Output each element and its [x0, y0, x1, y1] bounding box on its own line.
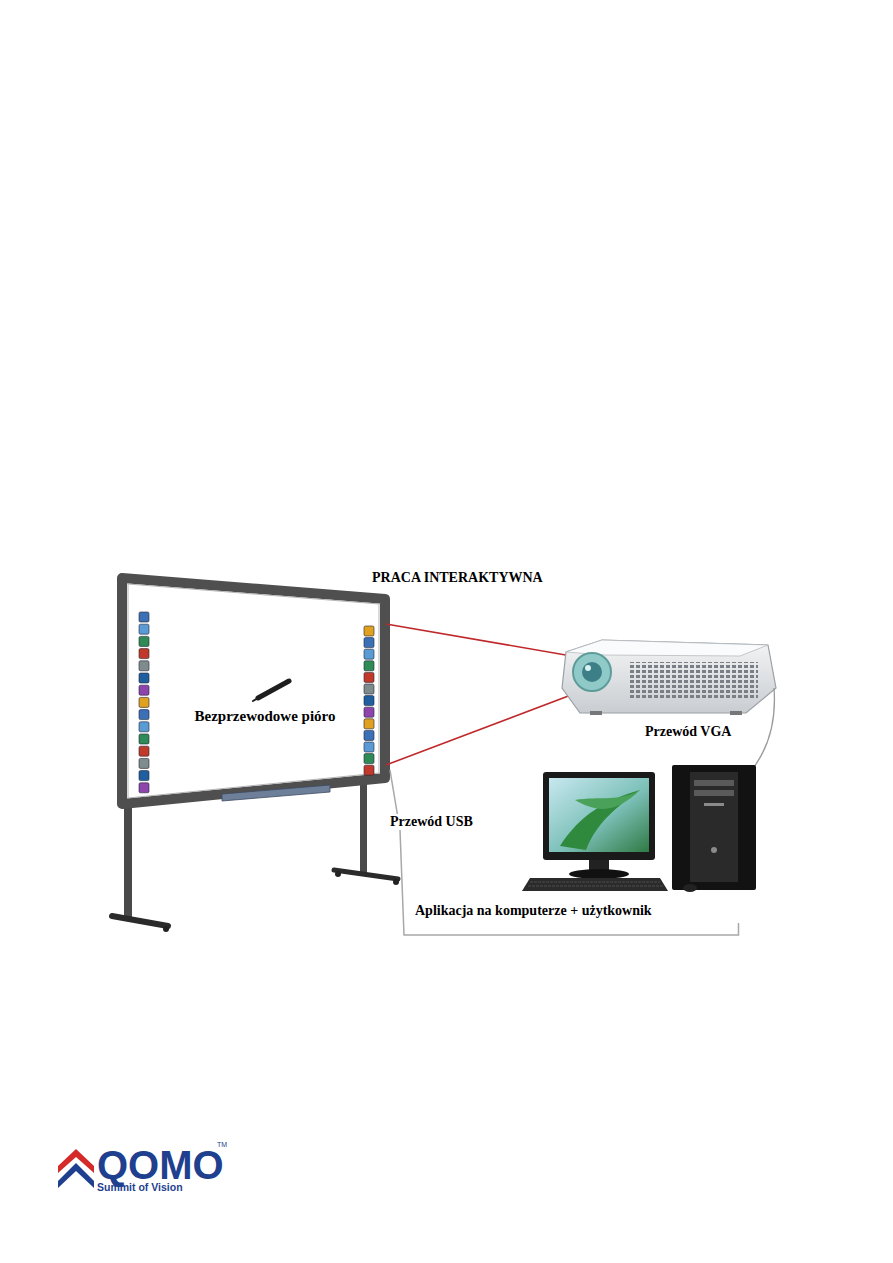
- toolbar-icon: [139, 722, 149, 732]
- toolbar-icon: [139, 636, 149, 646]
- toolbar-icon: [139, 612, 149, 622]
- computer-monitor-part: [569, 869, 629, 879]
- keyboard: [522, 878, 668, 891]
- toolbar-icon: [364, 626, 374, 636]
- computer-tower-part: [694, 790, 734, 796]
- toolbar-icon: [364, 672, 374, 682]
- wireless-pen-part: [253, 698, 258, 701]
- projector-beam-part: [386, 624, 583, 658]
- whiteboard-frame: [122, 578, 385, 804]
- logo-wordmark: QOMO: [97, 1145, 224, 1185]
- logo-wordmark-box: QOMO: [97, 1145, 224, 1185]
- toolbar-icon: [364, 754, 374, 764]
- cable-label: Przewód VGA: [645, 724, 731, 740]
- computer-station: Aplikacja na komputerze + użytkownik: [410, 760, 775, 923]
- toolbar-icon: [364, 684, 374, 694]
- logo-tagline-box: Summit of Vision: [97, 1182, 183, 1194]
- toolbar-icon: [364, 765, 374, 775]
- projector-part: [573, 653, 611, 691]
- projector-part: [590, 711, 602, 715]
- edge-label-box: Przewód USB: [388, 814, 475, 830]
- computer-tower-part: [694, 780, 734, 786]
- board-stand-part: [112, 916, 168, 926]
- toolbar-icon: [139, 673, 149, 683]
- toolbar-icon: [364, 638, 374, 648]
- toolbar-icon: [139, 746, 149, 756]
- projector-part: [730, 711, 742, 715]
- board-stand-part: [360, 776, 367, 874]
- projector: [562, 640, 776, 715]
- mouse-part: [683, 884, 697, 892]
- toolbar-icon: [139, 783, 149, 793]
- toolbar-icon: [139, 685, 149, 695]
- qomo-logo-mark-part: [58, 1163, 94, 1188]
- title-box: PRACA INTERAKTYWNA: [372, 570, 543, 586]
- computer-tower: [672, 765, 756, 890]
- logo-tagline: Summit of Vision: [97, 1182, 183, 1194]
- cable-connector: [390, 770, 739, 935]
- toolbar-icon: [139, 758, 149, 768]
- toolbar-icon: [139, 661, 149, 671]
- cable-label: Przewód USB: [388, 814, 475, 830]
- whiteboard-frame-part: [122, 578, 385, 804]
- whiteboard-frame-part: [128, 584, 379, 798]
- projector-part: [628, 662, 758, 700]
- mouse: [683, 884, 697, 892]
- interactive-whiteboard: Bezprzewodowe pióro: [118, 572, 390, 808]
- node-text: Aplikacja na komputerze + użytkownik: [415, 903, 652, 919]
- vga-cable-part: [754, 688, 774, 767]
- projector-part: [585, 665, 591, 671]
- computer-tower-part: [711, 847, 717, 853]
- trademark-mark: TM: [217, 1141, 227, 1148]
- toolbar-icon: [139, 697, 149, 707]
- computer-monitor-part: [549, 778, 649, 852]
- board-stand-part: [163, 926, 169, 932]
- toolbar-icon: [364, 696, 374, 706]
- toolbar-icon: [139, 624, 149, 634]
- computer-monitor: [543, 772, 655, 879]
- toolbar-icon: [364, 730, 374, 740]
- board-stand-part: [335, 871, 341, 877]
- toolbar-icon: [364, 742, 374, 752]
- node-text: Bezprzewodowe pióro: [195, 708, 336, 725]
- cable-label-box: Przewód VGA: [645, 724, 731, 740]
- toolbar-icon: [364, 649, 374, 659]
- computer-tower-part: [690, 772, 738, 882]
- diagram-title: PRACA INTERAKTYWNA: [372, 570, 543, 586]
- trademark-mark-box: TM: [217, 1141, 227, 1148]
- wireless-pen: [253, 681, 289, 701]
- toolbar-icon: [364, 707, 374, 717]
- whiteboard-frame-part: [222, 785, 330, 801]
- board-stand-part: [334, 870, 398, 879]
- toolbar-icon: [364, 661, 374, 671]
- toolbar-icon: [139, 734, 149, 744]
- board-stand-part: [124, 798, 132, 918]
- toolbar-icon: [364, 719, 374, 729]
- toolbar-icons: [139, 612, 374, 793]
- computer-tower-part: [704, 803, 724, 806]
- toolbar-icon: [139, 710, 149, 720]
- computer-monitor-part: [575, 790, 640, 809]
- vga-cable: [754, 688, 774, 767]
- wireless-pen-part: [258, 681, 289, 698]
- computer-monitor-part: [543, 772, 655, 860]
- keyboard-part: [530, 882, 660, 883]
- board-stand-part: [393, 879, 399, 885]
- toolbar-icon: [139, 771, 149, 781]
- computer-monitor-part: [560, 790, 640, 850]
- projector-part: [582, 662, 602, 682]
- toolbar-icon: [139, 649, 149, 659]
- qomo-logo-mark: [58, 1149, 94, 1188]
- projector-part: [562, 640, 776, 713]
- computer-tower-part: [672, 765, 756, 890]
- keyboard-part: [522, 878, 668, 891]
- keyboard-part: [528, 886, 663, 887]
